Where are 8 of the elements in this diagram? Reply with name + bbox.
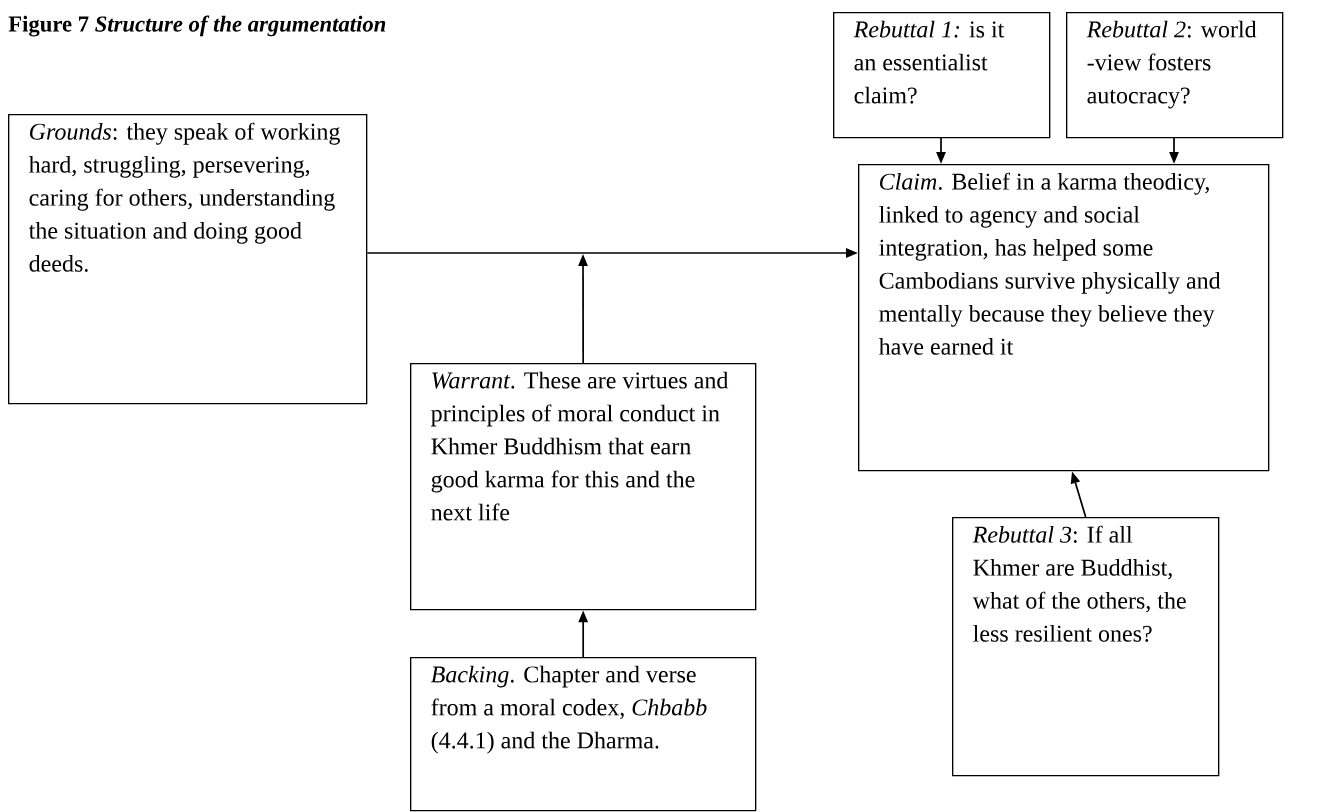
text-box: Grounds: they speak of working hard, struggling, persevering, caring for others, understanding the situation and doing good deeds. — [8, 114, 368, 405]
text-box: Warrant. These are virtues and principles of moral conduct in Khmer Buddhism that earn good karma for this and the next life — [410, 363, 757, 611]
text-box: Rebuttal 1: is it an essentialist claim? — [833, 12, 1051, 139]
text-box: Rebuttal 2: world -view fosters autocracy? — [1066, 12, 1284, 139]
text-box: Claim. Belief in a karma theodicy, linked to agency and social integration, has helped some Cambodians survive physically and mentally because they believe they have earned it — [858, 164, 1270, 472]
figure-title: Figure 7 Structure of the argumentation — [8, 15, 386, 37]
text-box: Backing. Chapter and verse from a moral codex, Chbabb (4.4.1) and the Dharma. — [410, 657, 757, 812]
text-box: Rebuttal 3: If all Khmer are Buddhist, what of the others, the less resilient ones? — [952, 517, 1220, 777]
